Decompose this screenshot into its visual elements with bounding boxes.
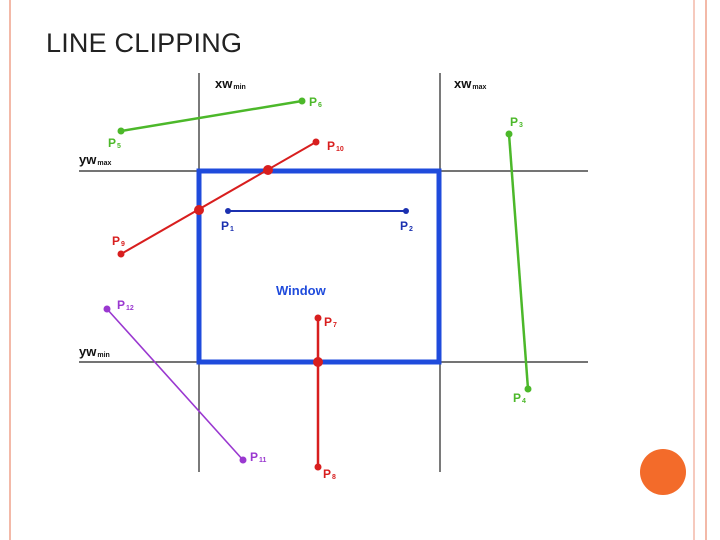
line-p3-p4 (507, 133, 530, 390)
line-p5-p6 (120, 99, 303, 133)
point-p8-label: P8 (323, 467, 336, 481)
point-p1-marker (225, 208, 231, 214)
point-p9-marker (117, 250, 125, 258)
yw-min-label: ywmin (79, 344, 110, 359)
point-p5-marker (117, 127, 125, 135)
point-p3-marker (505, 130, 513, 138)
decorative-circle (640, 449, 686, 495)
intersection-left-marker (194, 205, 204, 215)
point-p3-label: P3 (510, 115, 523, 129)
point-p10-label: P10 (327, 139, 344, 153)
point-p4-marker (524, 385, 532, 393)
xw-min-label: xwmin (215, 76, 246, 91)
point-p12-marker (103, 305, 111, 313)
xw-max-label: xwmax (454, 76, 486, 91)
point-p7-label: P7 (324, 315, 337, 329)
slide-title: LINE CLIPPING (46, 28, 243, 58)
intersection-bottom-marker (313, 357, 323, 367)
point-p6-marker (298, 97, 306, 105)
window-label: Window (276, 283, 327, 298)
point-p2-marker (403, 208, 409, 214)
yw-max-label: ywmax (79, 152, 111, 167)
point-p11-label: P11 (250, 450, 267, 464)
point-p9-label: P9 (112, 234, 125, 248)
point-p4-label: P4 (513, 391, 526, 405)
point-p12-label: P12 (117, 298, 134, 312)
intersection-top-marker (263, 165, 273, 175)
point-p5-label: P5 (108, 136, 121, 150)
line-p11-p12 (106, 308, 244, 461)
point-p10-marker (312, 138, 320, 146)
point-p8-marker (314, 463, 322, 471)
point-p7-marker (314, 314, 322, 322)
line-p9-p10 (120, 141, 317, 255)
point-p1-label: P1 (221, 219, 234, 233)
point-p11-marker (239, 456, 247, 464)
point-p2-label: P2 (400, 219, 413, 233)
point-p6-label: P6 (309, 95, 322, 109)
